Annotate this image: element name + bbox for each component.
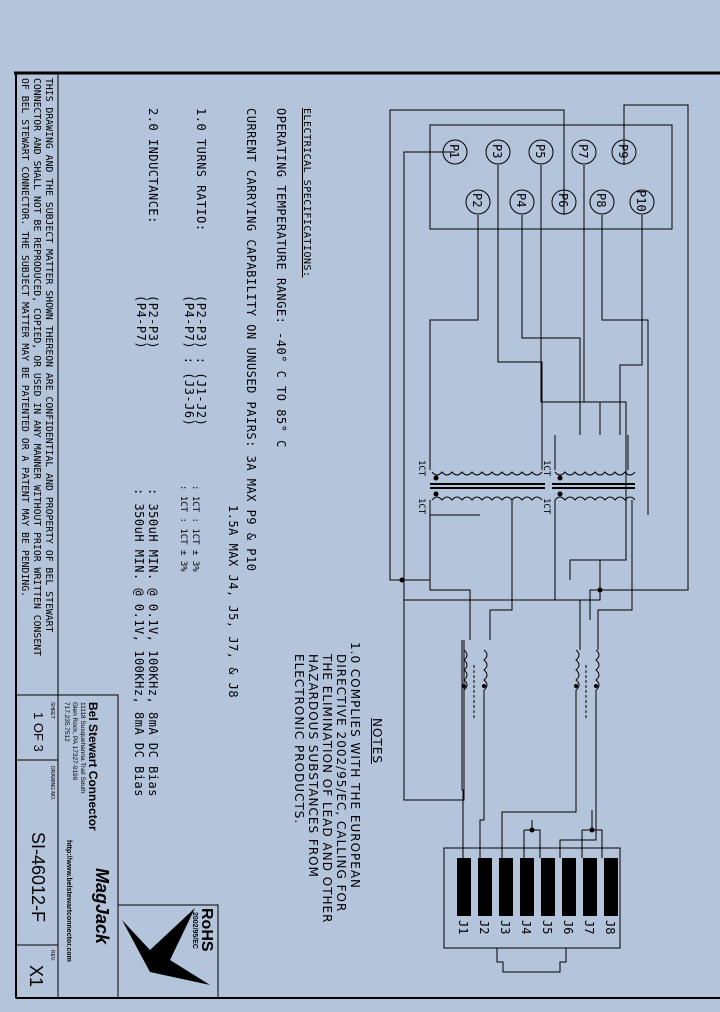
pin-label-p2: P2: [470, 193, 484, 208]
note-line: HAZARDOUS SUBSTANCES FROM: [306, 654, 320, 878]
rohs-mark: RoHS: [198, 908, 215, 952]
turns-row-2-pair: (P4-P7) : (J3-J6): [182, 295, 196, 427]
company-phone: 717.235.7512: [63, 702, 70, 742]
pin-label-j2: J2: [477, 920, 491, 935]
pin-label-p3: P3: [490, 144, 504, 159]
pin-label-j7: J7: [582, 920, 596, 935]
rohs-directive: 2002/95/EC: [191, 912, 198, 949]
disclaimer-line: OF BEL STEWART CONNECTOR. THE SUBJECT MA…: [19, 78, 30, 598]
notes-heading: NOTES: [370, 718, 384, 764]
pin-label-p10: P10: [634, 190, 648, 212]
inductance-row-2-pair: (P4-P7): [134, 295, 148, 350]
revision: X1: [26, 965, 46, 988]
transformer-ratio-label: 1CT: [541, 460, 551, 477]
pin-label-p5: P5: [533, 144, 547, 159]
current-capability: CURRENT CARRYING CAPABILITY ON UNUSED PA…: [244, 108, 258, 572]
specs-heading: ELECTRICAL SPECIFICATIONS:: [301, 108, 312, 278]
company-address: 11118 Susquehanna Trail South: [79, 702, 86, 794]
transformer-ratio-label: 1CT: [416, 498, 426, 515]
turns-row-1-pair: (P2-P3) : (J1-J2): [194, 295, 208, 427]
pin-label-p7: P7: [576, 144, 590, 159]
brand-name: MagJack: [92, 868, 112, 945]
disclaimer-line: THIS DRAWING AND THE SUBJECT MATTER SHOW…: [43, 78, 54, 633]
inductance-row-2-value: : 350uH MIN. @ 0.1V, 100KHz, 8mA DC Bias: [132, 488, 146, 797]
pin-label-j8: J8: [603, 920, 617, 935]
note-line: DIRECTIVE 2002/95/EC, CALLING FOR: [334, 654, 348, 913]
inductance-row-1-pair: (P2-P3): [146, 295, 160, 350]
pin-label-j3: J3: [498, 920, 512, 935]
operating-temp: OPERATING TEMPERATURE RANGE: -40° C TO 8…: [274, 108, 288, 448]
disclaimer-line: CONNECTOR AND SHALL NOT BE REPRODUCED, C…: [31, 78, 42, 657]
website: http://www.belstewartconnector.com: [65, 840, 72, 962]
pin-label-p8: P8: [594, 193, 608, 208]
current-capability-2: 1.5A MAX J4, J5, J7, & J8: [226, 505, 240, 699]
company-address: Glen Rock, PA 17327-9199: [71, 702, 78, 781]
drawing-number: SI-46012-F: [28, 832, 48, 923]
pin-label-j6: J6: [561, 920, 575, 935]
turns-ratio-heading: 1.0 TURNS RATIO:: [194, 108, 208, 232]
pin-label-j1: J1: [456, 920, 470, 935]
transformer-ratio-label: 1CT: [541, 498, 551, 515]
turns-row-1-value: : 1CT : 1CT ± 3%: [190, 485, 200, 572]
sheet-label: SHEET: [49, 702, 55, 719]
pin-label-p1: P1: [447, 144, 461, 159]
rev-label: REV.: [49, 950, 55, 962]
inductance-heading: 2.0 INDUCTANCE:: [146, 108, 160, 224]
company-name: Bel Stewart Connector: [86, 702, 100, 831]
pin-label-p6: P6: [556, 193, 570, 208]
note-line: 1.0 COMPLIES WITH THE EUROPEAN: [348, 642, 362, 890]
note-line: ELECTRONIC PRODUCTS.: [292, 654, 306, 825]
note-line: THE ELIMINATION OF LEAD AND OTHER: [320, 654, 334, 924]
sheet-value: 1 OF 3: [31, 712, 46, 752]
pin-label-j5: J5: [540, 920, 554, 935]
pin-label-p4: P4: [514, 193, 528, 208]
turns-row-2-value: : 1CT : 1CT ± 3%: [178, 485, 188, 572]
transformer-ratio-label: 1CT: [416, 460, 426, 477]
inductance-row-1-value: : 350uH MIN. @ 0.1V, 100KHz, 8mA DC Bias: [146, 488, 160, 797]
drawing-no-label: DRAWING NO.: [49, 766, 55, 801]
magjack-logo-mark: [122, 908, 210, 985]
pin-label-p9: P9: [616, 144, 630, 159]
pin-label-j4: J4: [519, 920, 533, 935]
